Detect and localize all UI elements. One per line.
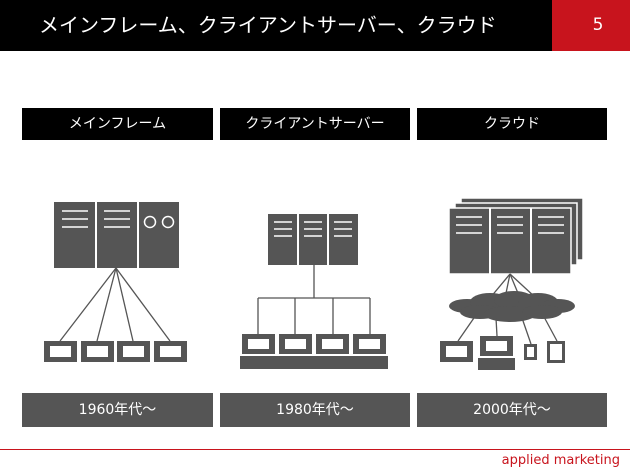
client-server-connection-lines: [257, 265, 371, 334]
mainframe-connection-lines: [59, 267, 171, 342]
era-label-cloud: 2000年代〜: [417, 393, 607, 427]
era-label-client-server: 1980年代〜: [220, 393, 410, 427]
mainframe-diagram: [44, 202, 187, 362]
cloud-diagram: [440, 197, 584, 370]
cloud-device-icons: [440, 336, 565, 370]
page-number: 5: [552, 0, 630, 51]
server-stack-icon: [448, 197, 584, 275]
client-pc-icons: [240, 334, 388, 369]
footer-divider: [0, 449, 630, 450]
column-header-client-server: クライアントサーバー: [220, 108, 410, 140]
mainframe-terminal-icons: [44, 341, 187, 362]
column-header-cloud: クラウド: [417, 108, 607, 140]
mainframe-server-icon: [54, 202, 179, 268]
slide-title: メインフレーム、クライアントサーバー、クラウド: [0, 0, 552, 51]
era-label-mainframe: 1960年代〜: [22, 393, 213, 427]
cloud-device-lines: [457, 314, 558, 345]
cloud-icon: [449, 291, 575, 322]
footer-brand: applied marketing: [501, 453, 620, 468]
column-header-mainframe: メインフレーム: [22, 108, 213, 140]
client-server-diagram: [240, 214, 388, 369]
server-icon: [268, 214, 358, 265]
